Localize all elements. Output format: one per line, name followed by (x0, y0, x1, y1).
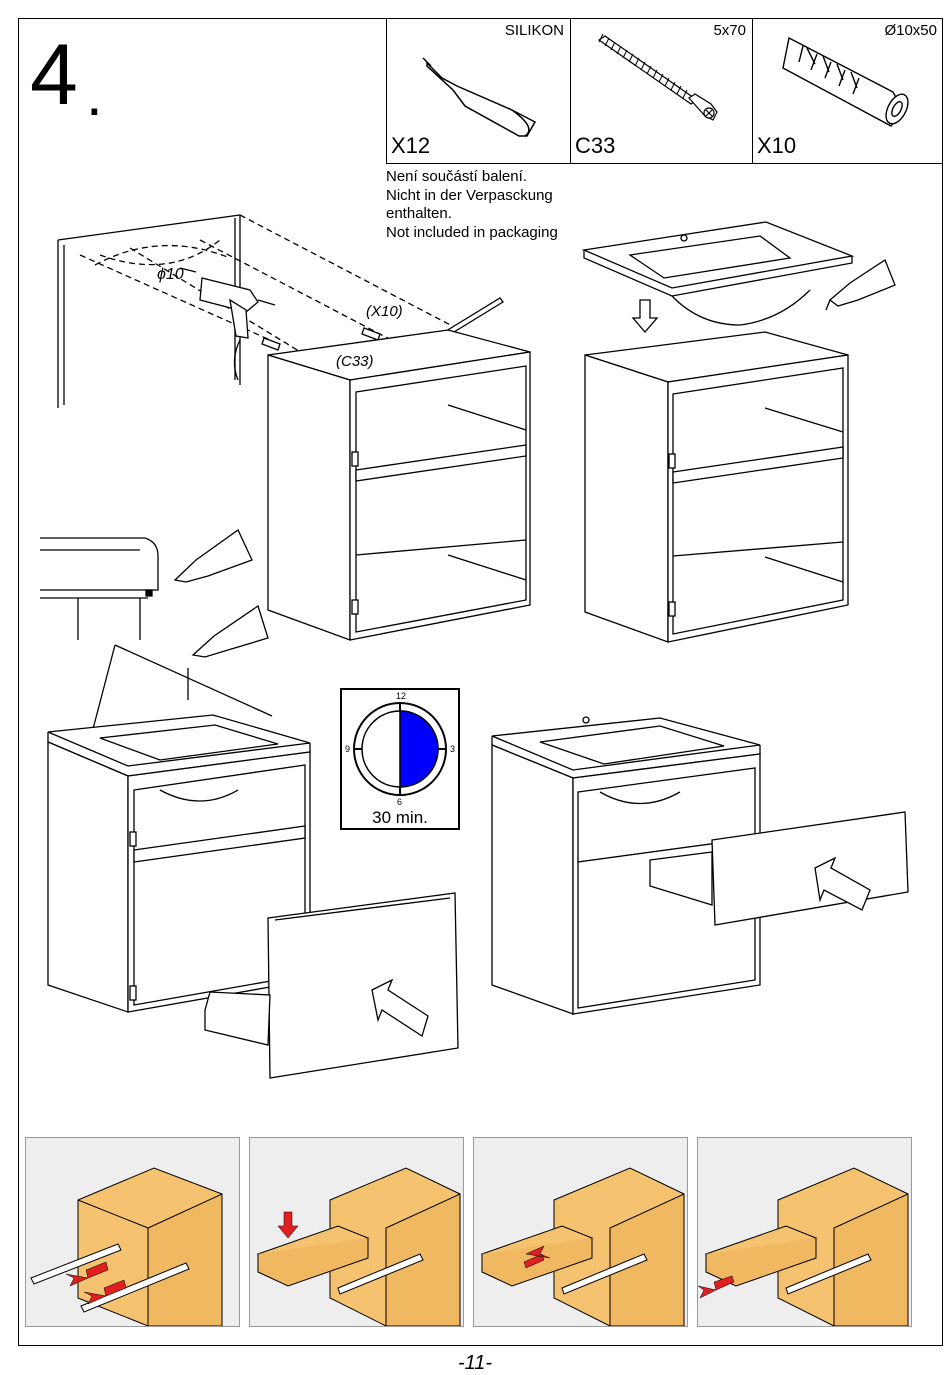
clock-n12: 12 (396, 691, 407, 701)
drill-icon (179, 267, 276, 381)
red-arrow-icon (698, 1275, 735, 1299)
red-arrow-icon (277, 1211, 299, 1239)
part-qty-silikon: X12 (391, 133, 431, 158)
wall-plug-small-icon (261, 327, 381, 351)
step-number: 4 (30, 27, 78, 123)
part-cell-dowel: Ø10x50 X10 (752, 18, 943, 164)
clock-n9: 9 (345, 744, 351, 754)
drawer-insert-down-icon (256, 1167, 461, 1326)
part-cell-silikon: SILIKON X12 (386, 18, 570, 164)
drawer-step-panel-1 (25, 1137, 240, 1327)
not-included-note: Není součástí balení. Nicht in der Verpa… (386, 168, 558, 242)
curing-time-clock: 12 3 6 9 30 min. (340, 688, 460, 830)
parts-table: SILIKON X12 5x70 C33 Ø10x50 (386, 18, 943, 164)
silicone-tube-left-1-icon (173, 529, 253, 583)
part-qty-dowel: X10 (757, 133, 797, 158)
drawer-step-panel-4 (697, 1137, 912, 1327)
down-arrow-icon (631, 299, 659, 333)
note-line-en: Not included in packaging (386, 223, 558, 241)
drawer-step-panel-2 (249, 1137, 464, 1327)
silicone-tube-icon (422, 57, 537, 137)
note-line-cz: Není součástí balení. (386, 168, 527, 185)
cabinet-open-1 (267, 329, 531, 641)
push-arrow-2-icon (814, 856, 871, 911)
cabinet-open-2 (584, 331, 849, 643)
part-label-silikon: SILIKON (504, 22, 564, 39)
page-number: -11- (457, 1352, 493, 1374)
note-line-de-2: enthalten. (386, 205, 452, 222)
clock-n6: 6 (397, 797, 403, 807)
callout-x10: (X10) (366, 303, 403, 320)
screw-icon (597, 33, 718, 121)
washbasin-icon (581, 221, 855, 326)
drawer-slide-in-icon (480, 1167, 685, 1326)
countertop-detail-icon (40, 537, 159, 640)
silicone-tube-right-icon (825, 259, 896, 311)
red-arrow-icon (65, 1261, 109, 1287)
drawer-rails-removal-icon (30, 1167, 223, 1326)
page-frame (18, 18, 943, 1346)
red-arrow-icon (523, 1245, 551, 1269)
drawer-lock-icon (698, 1167, 909, 1326)
clock-label: 30 min. (372, 808, 428, 827)
part-label-screw: 5x70 (713, 22, 746, 39)
part-qty-screw: C33 (575, 133, 616, 158)
drill-diameter-label: ϕ10 (157, 266, 184, 283)
callout-c33: (C33) (336, 353, 374, 370)
wall-plug-icon (782, 36, 909, 127)
drawer-step-panel-3 (473, 1137, 688, 1327)
part-label-dowel: Ø10x50 (884, 22, 937, 39)
clock-icon (353, 702, 447, 796)
red-arrow-icon (83, 1279, 127, 1305)
part-cell-screw: 5x70 C33 (570, 18, 752, 164)
step-dot: . (86, 61, 103, 128)
cabinet-sink-drawer-open (47, 714, 311, 1013)
push-arrow-1-icon (371, 978, 429, 1038)
clock-n3: 3 (450, 744, 456, 754)
wall-icon (57, 214, 241, 408)
drawer-front-1 (204, 892, 459, 1079)
note-line-de-1: Nicht in der Verpasckung (386, 186, 553, 204)
silicone-tube-left-2-icon (191, 604, 269, 658)
